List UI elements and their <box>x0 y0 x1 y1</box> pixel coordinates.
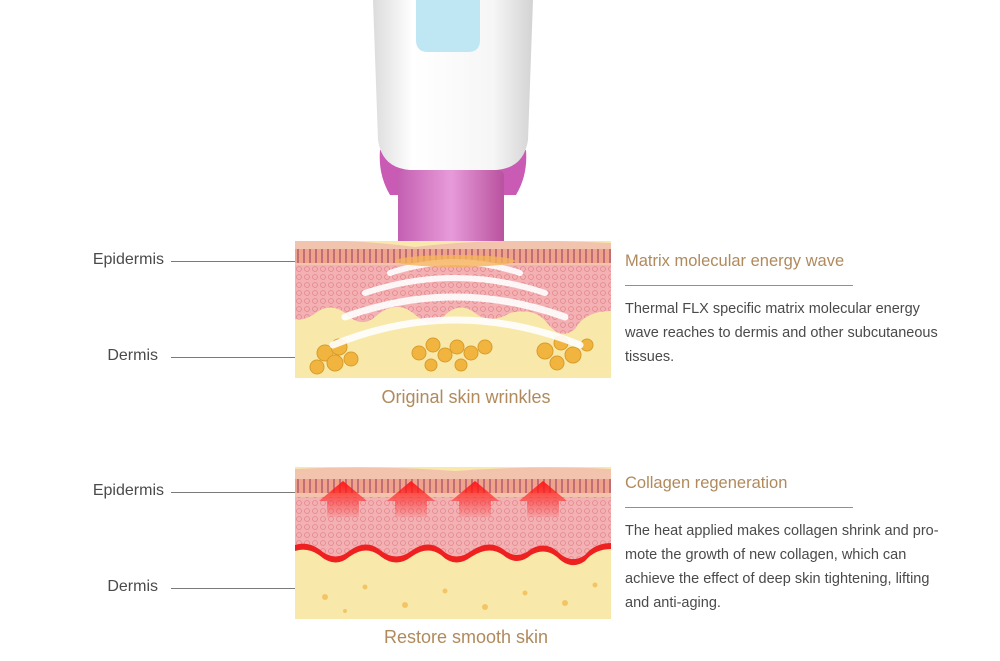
heading-energy-wave: Matrix molecular energy wave <box>625 252 845 270</box>
epidermis-leader-line-1 <box>171 261 295 262</box>
description-line: tissues. <box>625 349 675 365</box>
dermis-label-1: Dermis <box>107 347 158 364</box>
description-line: mote the growth of new collagen, which c… <box>625 547 907 563</box>
epidermis-label-1: Epidermis <box>92 251 164 268</box>
description-collagen: The heat applied makes collagen shrink a… <box>625 519 939 615</box>
epidermis-label-2: Epidermis <box>92 482 164 499</box>
description-energy-wave: Thermal FLX specific matrix molecular en… <box>625 297 938 369</box>
skin-diagram-wrinkles <box>295 241 611 378</box>
heading-underline-1 <box>625 285 853 286</box>
dermis-leader-line-1 <box>171 357 295 358</box>
skin-diagram-smooth <box>295 467 611 619</box>
description-line: achieve the effect of deep skin tighteni… <box>625 571 930 587</box>
heading-underline-2 <box>625 507 853 508</box>
epidermis-leader-line-2 <box>171 492 295 493</box>
description-line: and anti-aging. <box>625 595 721 611</box>
dermis-label-2: Dermis <box>107 578 158 595</box>
description-line: wave reaches to dermis and other subcuta… <box>625 325 938 341</box>
dermis-leader-line-2 <box>171 588 295 589</box>
heading-collagen: Collagen regeneration <box>625 474 788 492</box>
description-line: Thermal FLX specific matrix molecular en… <box>625 301 920 317</box>
caption-original-skin: Original skin wrinkles <box>381 387 551 407</box>
device-illustration <box>373 0 533 264</box>
caption-restore-smooth: Restore smooth skin <box>383 627 549 647</box>
description-line: The heat applied makes collagen shrink a… <box>625 523 939 539</box>
